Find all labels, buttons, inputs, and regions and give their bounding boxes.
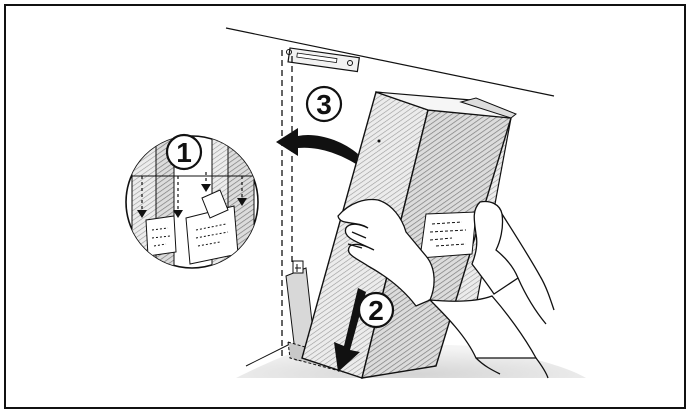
ceiling-line bbox=[225, 27, 555, 97]
right-arm bbox=[475, 213, 555, 379]
step-1-badge: 1 bbox=[165, 133, 203, 171]
step-2-badge: 2 bbox=[357, 291, 395, 329]
illustration-frame: 3 2 bbox=[4, 4, 686, 409]
panel-label bbox=[419, 211, 477, 259]
installation-diagram: 3 2 bbox=[125, 27, 586, 379]
step-3-number: 3 bbox=[316, 89, 332, 120]
step-3-badge: 3 bbox=[305, 85, 343, 123]
left-hand bbox=[337, 198, 435, 307]
step-1-number: 1 bbox=[176, 137, 192, 168]
left-arm bbox=[428, 295, 538, 359]
mounting-rail bbox=[286, 47, 360, 73]
step-2-number: 2 bbox=[368, 295, 384, 326]
target-position-guide bbox=[281, 50, 293, 358]
rotate-arrow bbox=[276, 128, 358, 164]
wall-floor-line bbox=[245, 343, 291, 367]
